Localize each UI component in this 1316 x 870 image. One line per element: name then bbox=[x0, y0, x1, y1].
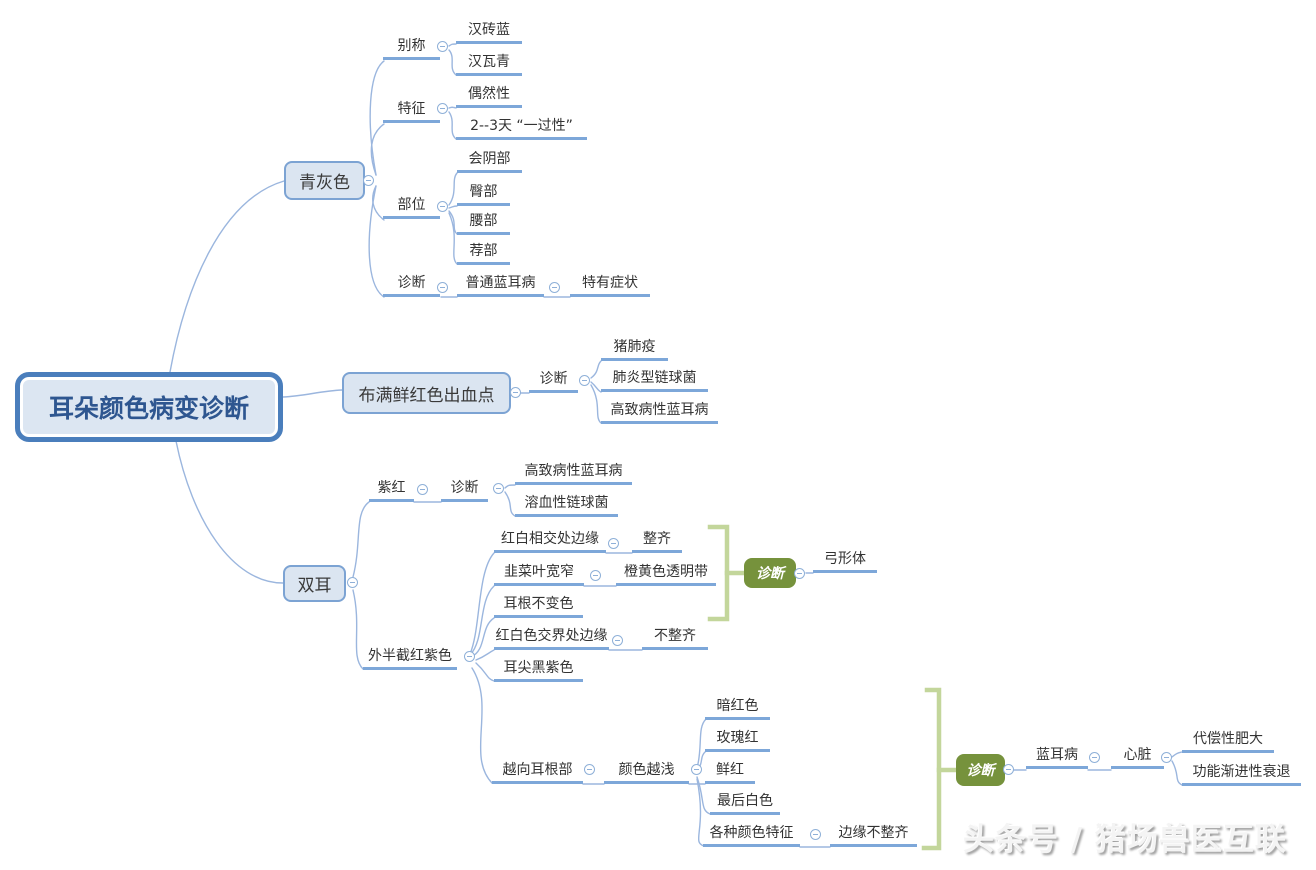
collapse-icon[interactable] bbox=[493, 483, 504, 494]
collapse-icon[interactable] bbox=[437, 41, 448, 52]
root-node[interactable]: 耳朵颜色病变诊断 bbox=[15, 372, 283, 442]
node-toward-root[interactable]: 越向耳根部 bbox=[492, 761, 583, 784]
node-red-diag-item[interactable]: 高致病性蓝耳病 bbox=[601, 401, 718, 424]
node-site-item[interactable]: 腰部 bbox=[457, 212, 510, 235]
node-ear-root[interactable]: 耳根不变色 bbox=[494, 595, 583, 618]
node-purple-diag-item[interactable]: 高致病性蓝耳病 bbox=[515, 462, 632, 485]
node-red-diag-item[interactable]: 肺炎型链球菌 bbox=[601, 369, 708, 392]
watermark: 头条号 / 猪场兽医互联 bbox=[963, 822, 1287, 858]
node-common-prrs[interactable]: 普通蓝耳病 bbox=[457, 274, 544, 297]
node-heart-effect[interactable]: 代偿性肥大 bbox=[1182, 730, 1274, 753]
node-diagnosis-gray[interactable]: 诊断 bbox=[383, 274, 440, 297]
node-ear-tip[interactable]: 耳尖黑紫色 bbox=[494, 659, 583, 682]
node-diagnosis-purple[interactable]: 诊断 bbox=[441, 479, 488, 502]
collapse-icon[interactable] bbox=[584, 764, 595, 775]
node-color-features-value[interactable]: 边缘不整齐 bbox=[830, 824, 917, 847]
node-site-item[interactable]: 会阴部 bbox=[457, 150, 522, 173]
node-alias[interactable]: 别称 bbox=[383, 37, 440, 60]
collapse-icon[interactable] bbox=[417, 484, 428, 495]
node-color-features[interactable]: 各种颜色特征 bbox=[703, 824, 800, 847]
node-site[interactable]: 部位 bbox=[383, 196, 440, 219]
branch-connectors bbox=[169, 43, 1183, 848]
node-color-item[interactable]: 暗红色 bbox=[705, 697, 770, 720]
collapse-icon[interactable] bbox=[437, 103, 448, 114]
node-site-item[interactable]: 荐部 bbox=[457, 242, 510, 265]
node-alias-item[interactable]: 汉瓦青 bbox=[456, 53, 522, 76]
collapse-icon[interactable] bbox=[794, 568, 805, 579]
summary-brackets bbox=[707, 524, 957, 851]
node-typical-symptoms[interactable]: 特有症状 bbox=[570, 274, 650, 297]
collapse-icon[interactable] bbox=[363, 175, 374, 186]
node-edge-border-value[interactable]: 不整齐 bbox=[642, 627, 708, 650]
node-leek-value[interactable]: 橙黄色透明带 bbox=[616, 563, 716, 586]
node-site-item[interactable]: 臀部 bbox=[457, 183, 510, 206]
collapse-icon[interactable] bbox=[510, 387, 521, 398]
node-color-item[interactable]: 鲜红 bbox=[705, 761, 755, 784]
collapse-icon[interactable] bbox=[810, 829, 821, 840]
collapse-icon[interactable] bbox=[1003, 764, 1014, 775]
collapse-icon[interactable] bbox=[347, 577, 358, 588]
summary-diagnosis-2[interactable]: 诊断 bbox=[956, 754, 1005, 786]
node-edge-border[interactable]: 红白色交界处边缘 bbox=[494, 627, 609, 650]
collapse-icon[interactable] bbox=[464, 651, 475, 662]
collapse-icon[interactable] bbox=[1089, 752, 1100, 763]
node-feature[interactable]: 特征 bbox=[383, 100, 440, 123]
collapse-icon[interactable] bbox=[590, 570, 601, 581]
node-color-lighter[interactable]: 颜色越浅 bbox=[604, 761, 689, 784]
node-outer-half[interactable]: 外半截红紫色 bbox=[363, 647, 457, 670]
node-edge-meet[interactable]: 红白相交处边缘 bbox=[494, 530, 606, 553]
collapse-icon[interactable] bbox=[437, 201, 448, 212]
node-purple-red[interactable]: 紫红 bbox=[369, 479, 414, 502]
node-gray-color[interactable]: 青灰色 bbox=[284, 161, 365, 200]
node-red-diag-item[interactable]: 猪肺疫 bbox=[601, 338, 668, 361]
collapse-icon[interactable] bbox=[608, 538, 619, 549]
collapse-icon[interactable] bbox=[579, 375, 590, 386]
node-heart[interactable]: 心脏 bbox=[1111, 746, 1164, 769]
summary-diagnosis-1[interactable]: 诊断 bbox=[744, 558, 796, 588]
node-both-ears[interactable]: 双耳 bbox=[283, 565, 346, 602]
node-color-item[interactable]: 玫瑰红 bbox=[705, 729, 770, 752]
node-feature-item[interactable]: 2--3天 “一过性” bbox=[456, 117, 587, 140]
collapse-icon[interactable] bbox=[691, 764, 702, 775]
node-edge-meet-value[interactable]: 整齐 bbox=[632, 530, 682, 553]
node-prrs[interactable]: 蓝耳病 bbox=[1026, 746, 1088, 769]
collapse-icon[interactable] bbox=[437, 282, 448, 293]
node-alias-item[interactable]: 汉砖蓝 bbox=[456, 21, 522, 44]
node-feature-item[interactable]: 偶然性 bbox=[456, 85, 522, 108]
node-heart-effect[interactable]: 功能渐进性衰退 bbox=[1182, 763, 1301, 786]
node-red-dots[interactable]: 布满鲜红色出血点 bbox=[342, 372, 511, 414]
collapse-icon[interactable] bbox=[612, 635, 623, 646]
node-purple-diag-item[interactable]: 溶血性链球菌 bbox=[515, 494, 618, 517]
node-color-item[interactable]: 最后白色 bbox=[710, 792, 780, 815]
collapse-icon[interactable] bbox=[1161, 752, 1172, 763]
node-toxoplasma[interactable]: 弓形体 bbox=[813, 550, 877, 573]
node-diagnosis-red[interactable]: 诊断 bbox=[529, 370, 578, 393]
node-leek-width[interactable]: 韭菜叶宽窄 bbox=[494, 563, 584, 586]
collapse-icon[interactable] bbox=[549, 282, 560, 293]
